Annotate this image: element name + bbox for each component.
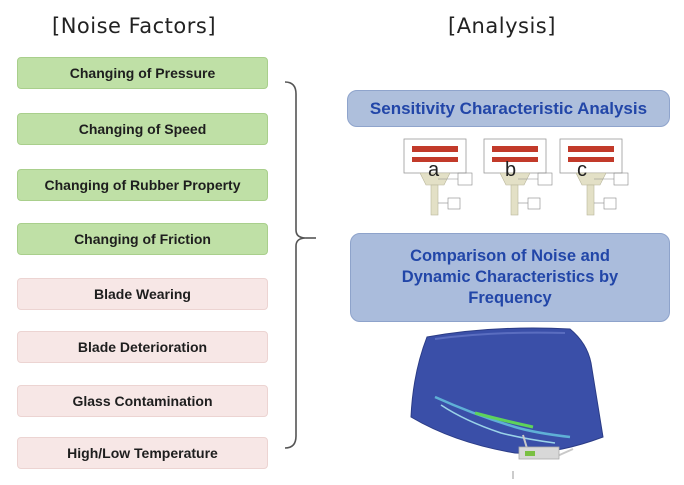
noise-comparison-box: Comparison of Noise and Dynamic Characte… [350, 233, 670, 322]
comparison-line-3: Frequency [468, 289, 552, 307]
noise-factors-heading: [Noise Factors] [52, 14, 217, 38]
factor-blade-wearing: Blade Wearing [17, 278, 268, 310]
panel-label-a: a [428, 159, 440, 181]
factor-changing-of-speed: Changing of Speed [17, 113, 268, 145]
sensitivity-analysis-label: Sensitivity Characteristic Analysis [369, 98, 648, 118]
factor-glass-contamination: Glass Contamination [17, 385, 268, 417]
comparison-line-1: Comparison of Noise and [410, 247, 610, 265]
factor-changing-of-rubber-property: Changing of Rubber Property [17, 169, 268, 201]
bracket-connector [284, 81, 316, 449]
analysis-heading: [Analysis] [448, 14, 556, 38]
diagram-c [559, 138, 629, 216]
windshield-model-image [410, 327, 604, 479]
panel-label-b: b [505, 159, 516, 181]
comparison-line-2: Dynamic Characteristics by [401, 268, 619, 286]
diagram-b [483, 138, 553, 216]
factor-blade-deterioration: Blade Deterioration [17, 331, 268, 363]
factor-high-low-temperature: High/Low Temperature [17, 437, 268, 469]
factor-changing-of-pressure: Changing of Pressure [17, 57, 268, 89]
sensitivity-diagram: a b c [403, 138, 629, 216]
factor-changing-of-friction: Changing of Friction [17, 223, 268, 255]
sensitivity-analysis-box: Sensitivity Characteristic Analysis [347, 90, 670, 127]
panel-label-c: c [577, 159, 587, 181]
